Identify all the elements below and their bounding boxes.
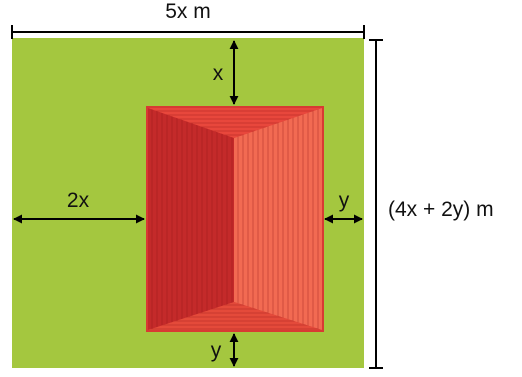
roof-face-bottom [148,302,322,330]
roof [146,106,324,332]
roof-face-right [234,108,322,330]
roof-stripes-right [237,108,319,330]
right-gap-label: y [339,189,350,212]
bottom-gap-label: y [211,339,222,362]
roof-stripes-left [151,108,233,330]
height-dimension [369,39,383,369]
roof-face-left [148,108,234,330]
top-gap-label: x [213,62,224,85]
width-label: 5x m [165,0,211,23]
roof-face-top [148,108,322,138]
left-gap-label: 2x [67,189,90,212]
width-dimension [11,25,365,39]
height-label: (4x + 2y) m [388,198,494,221]
